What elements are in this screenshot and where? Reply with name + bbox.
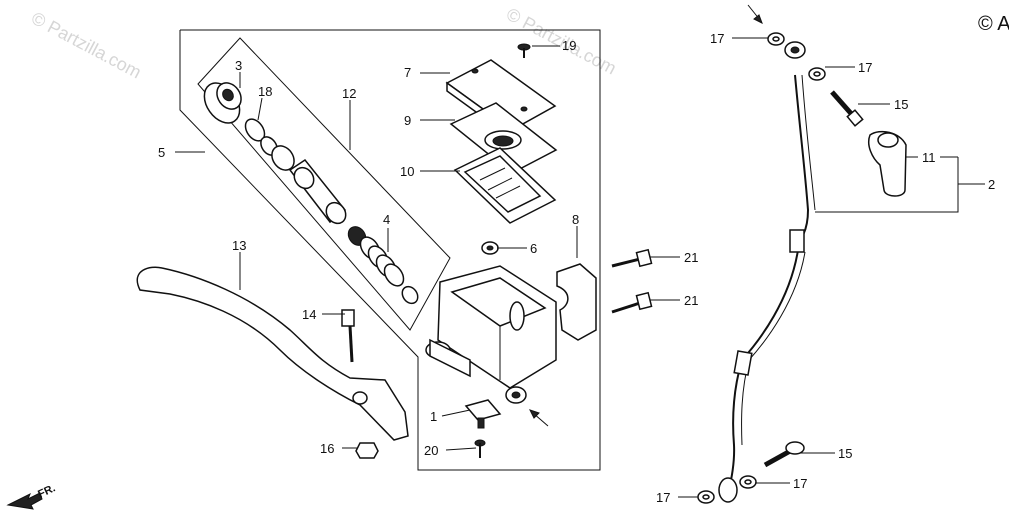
sealing-washer-bottom-left-part xyxy=(697,490,715,504)
spring-part xyxy=(359,236,419,305)
callout-10: 10 xyxy=(400,164,414,179)
callout-13: 13 xyxy=(232,238,246,253)
assembly-frame xyxy=(179,29,601,471)
piston-kit-frame xyxy=(197,37,451,331)
master-cylinder-body-part xyxy=(425,265,557,404)
brake-lever-part xyxy=(136,266,409,441)
pivot-nut-part xyxy=(355,442,379,459)
holder-bolt-upper-part xyxy=(611,248,653,268)
copyright-text: © A xyxy=(978,13,1009,35)
hose-joint-part xyxy=(868,130,907,197)
sealing-washer-mid-part xyxy=(808,67,826,81)
banjo-bolt-upper-part xyxy=(830,90,864,127)
callout-8: 8 xyxy=(572,212,579,227)
cap-screw-part xyxy=(517,43,531,58)
callout-15-lower: 15 xyxy=(838,446,852,461)
callout-20: 20 xyxy=(424,443,438,458)
diaphragm-part xyxy=(453,147,557,224)
callout-15-upper: 15 xyxy=(894,97,908,112)
sealing-washer-top-part xyxy=(767,32,785,46)
direction-arrow-icon xyxy=(529,409,549,427)
callout-12: 12 xyxy=(342,86,356,101)
diaphragm-plate-part xyxy=(449,102,558,174)
callout-19: 19 xyxy=(562,38,576,53)
callout-5: 5 xyxy=(158,145,165,160)
callout-14: 14 xyxy=(302,307,316,322)
banjo-bolt-lower-part xyxy=(763,441,805,468)
front-stop-switch-part xyxy=(464,399,502,429)
watermark-left: © Partzilla.com xyxy=(28,8,144,83)
callout-17-top: 17 xyxy=(710,31,724,46)
switch-screw-part xyxy=(474,439,486,458)
callout-7: 7 xyxy=(404,65,411,80)
callout-2: 2 xyxy=(988,177,995,192)
holder-part xyxy=(556,263,597,341)
hose-banjo-upper-part xyxy=(784,41,806,59)
callout-3: 3 xyxy=(235,58,242,73)
callout-1: 1 xyxy=(430,409,437,424)
leader-lines xyxy=(175,37,985,498)
callout-11: 11 xyxy=(922,150,936,165)
callout-6: 6 xyxy=(530,241,537,256)
sealing-washer-bottom-right-part xyxy=(739,475,757,489)
callout-4: 4 xyxy=(383,212,390,227)
callout-9: 9 xyxy=(404,113,411,128)
callout-17-bottom-left: 17 xyxy=(656,490,670,505)
direction-arrow-top-icon xyxy=(747,4,763,25)
holder-bolt-lower-part xyxy=(611,291,653,314)
front-label: FR. xyxy=(36,482,57,500)
snap-ring-part xyxy=(244,118,278,156)
callout-17-bottom-right: 17 xyxy=(793,476,807,491)
pivot-bolt-part xyxy=(341,309,355,363)
dust-boot-part xyxy=(203,82,242,124)
callout-21-upper: 21 xyxy=(684,250,698,265)
callout-16: 16 xyxy=(320,441,334,456)
piston-part xyxy=(271,145,367,246)
brake-hose-part xyxy=(718,74,816,503)
front-arrow-icon xyxy=(6,492,43,510)
callout-17-mid: 17 xyxy=(858,60,872,75)
clip-part xyxy=(481,241,499,255)
callout-21-lower: 21 xyxy=(684,293,698,308)
callout-18: 18 xyxy=(258,84,272,99)
